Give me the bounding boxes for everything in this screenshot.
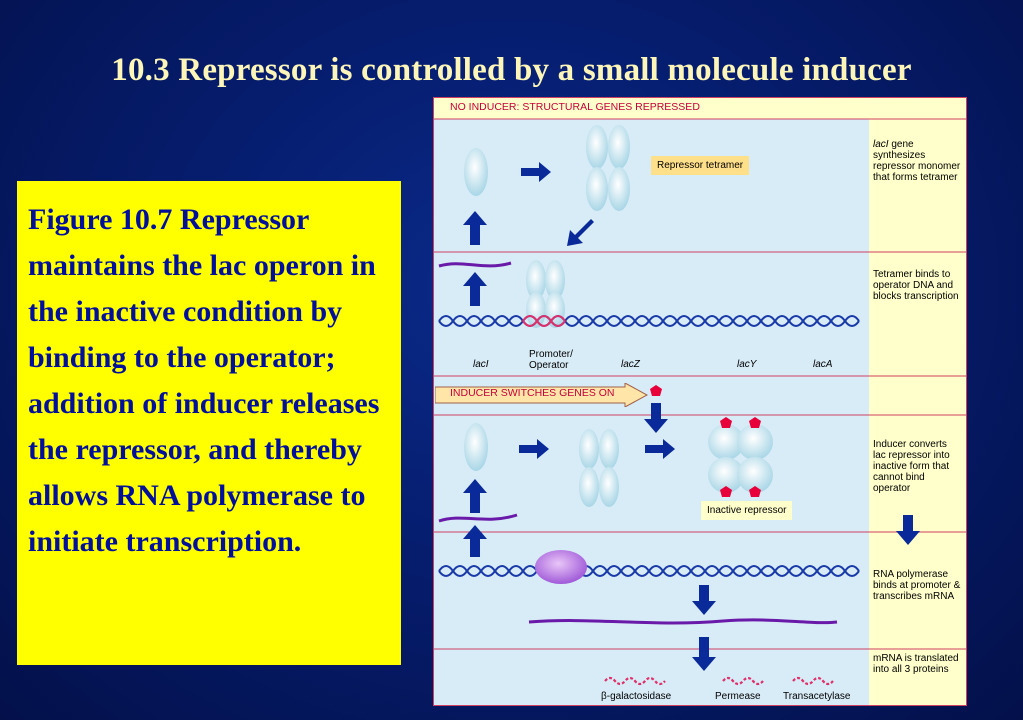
lac-mrna-long xyxy=(528,618,838,625)
header-no-inducer: NO INDUCER: STRUCTURAL GENES REPRESSED xyxy=(450,101,700,113)
arrow-up-4 xyxy=(463,525,487,557)
gene-label-lacy: lacY xyxy=(737,359,757,370)
header-inducer-on: INDUCER SWITCHES GENES ON xyxy=(450,387,615,399)
repressor-monomer xyxy=(464,148,488,196)
arrow-diagonal xyxy=(567,219,594,246)
inducer-banner: INDUCER SWITCHES GENES ON xyxy=(434,382,649,408)
arrow-down-desc xyxy=(896,515,920,545)
arrow-down-inducer xyxy=(644,403,668,433)
caption-box: Figure 10.7 Repressor maintains the lac … xyxy=(17,181,401,665)
inducer-molecule xyxy=(650,385,662,396)
rna-polymerase xyxy=(535,550,587,584)
arrow-up-2 xyxy=(463,272,487,306)
dna-helix-bottom xyxy=(438,565,860,577)
arrow-up-1 xyxy=(463,211,487,245)
gene-label-laci: lacI xyxy=(473,359,489,370)
desc-column xyxy=(869,119,967,706)
bound-tetramer xyxy=(526,260,565,328)
caption-text: Figure 10.7 Repressor maintains the lac … xyxy=(28,203,380,558)
figure-graphics xyxy=(433,97,967,706)
inactive-repressor-label: Inactive repressor xyxy=(701,501,793,520)
protein-label-permease: Permease xyxy=(715,691,761,702)
desc-2: Tetramer binds to operator DNA and block… xyxy=(873,269,959,302)
arrow-down-proteins xyxy=(692,637,716,671)
protein-label-transacetylase: Transacetylase xyxy=(783,691,851,702)
arrow-down-mrna xyxy=(692,585,716,615)
arrow-right-3 xyxy=(645,439,675,459)
protein-squiggles xyxy=(604,676,834,686)
laci-mrna-2 xyxy=(438,513,518,523)
desc-3: Inducer converts lac repressor into inac… xyxy=(873,439,950,494)
repressor-monomer-2 xyxy=(464,423,488,471)
repressor-tetramer xyxy=(586,125,630,211)
desc-5: mRNA is translated into all 3 proteins xyxy=(873,653,959,675)
arrow-right-2 xyxy=(519,439,549,459)
header-top-bg xyxy=(433,97,967,119)
gene-label-laca: lacA xyxy=(813,359,833,370)
lac-operon-figure: NO INDUCER: STRUCTURAL GENES REPRESSED I… xyxy=(433,97,967,706)
repressor-tetramer-2 xyxy=(579,429,619,507)
promoter-operator-label: Promoter/ Operator xyxy=(529,349,573,371)
slide-title: 10.3 Repressor is controlled by a small … xyxy=(111,52,912,88)
desc-4: RNA polymerase binds at promoter & trans… xyxy=(873,569,961,602)
arrow-right-1 xyxy=(521,162,551,182)
protein-label-bgal: β-galactosidase xyxy=(601,691,672,702)
desc-1: lacI gene synthesizes repressor monomer … xyxy=(873,139,961,183)
inactive-repressor xyxy=(708,417,773,497)
repressor-tetramer-label: Repressor tetramer xyxy=(651,156,750,175)
arrow-up-3 xyxy=(463,479,487,513)
gene-label-lacz: lacZ xyxy=(621,359,640,370)
dna-helix-top xyxy=(438,315,860,327)
laci-mrna xyxy=(438,261,512,268)
